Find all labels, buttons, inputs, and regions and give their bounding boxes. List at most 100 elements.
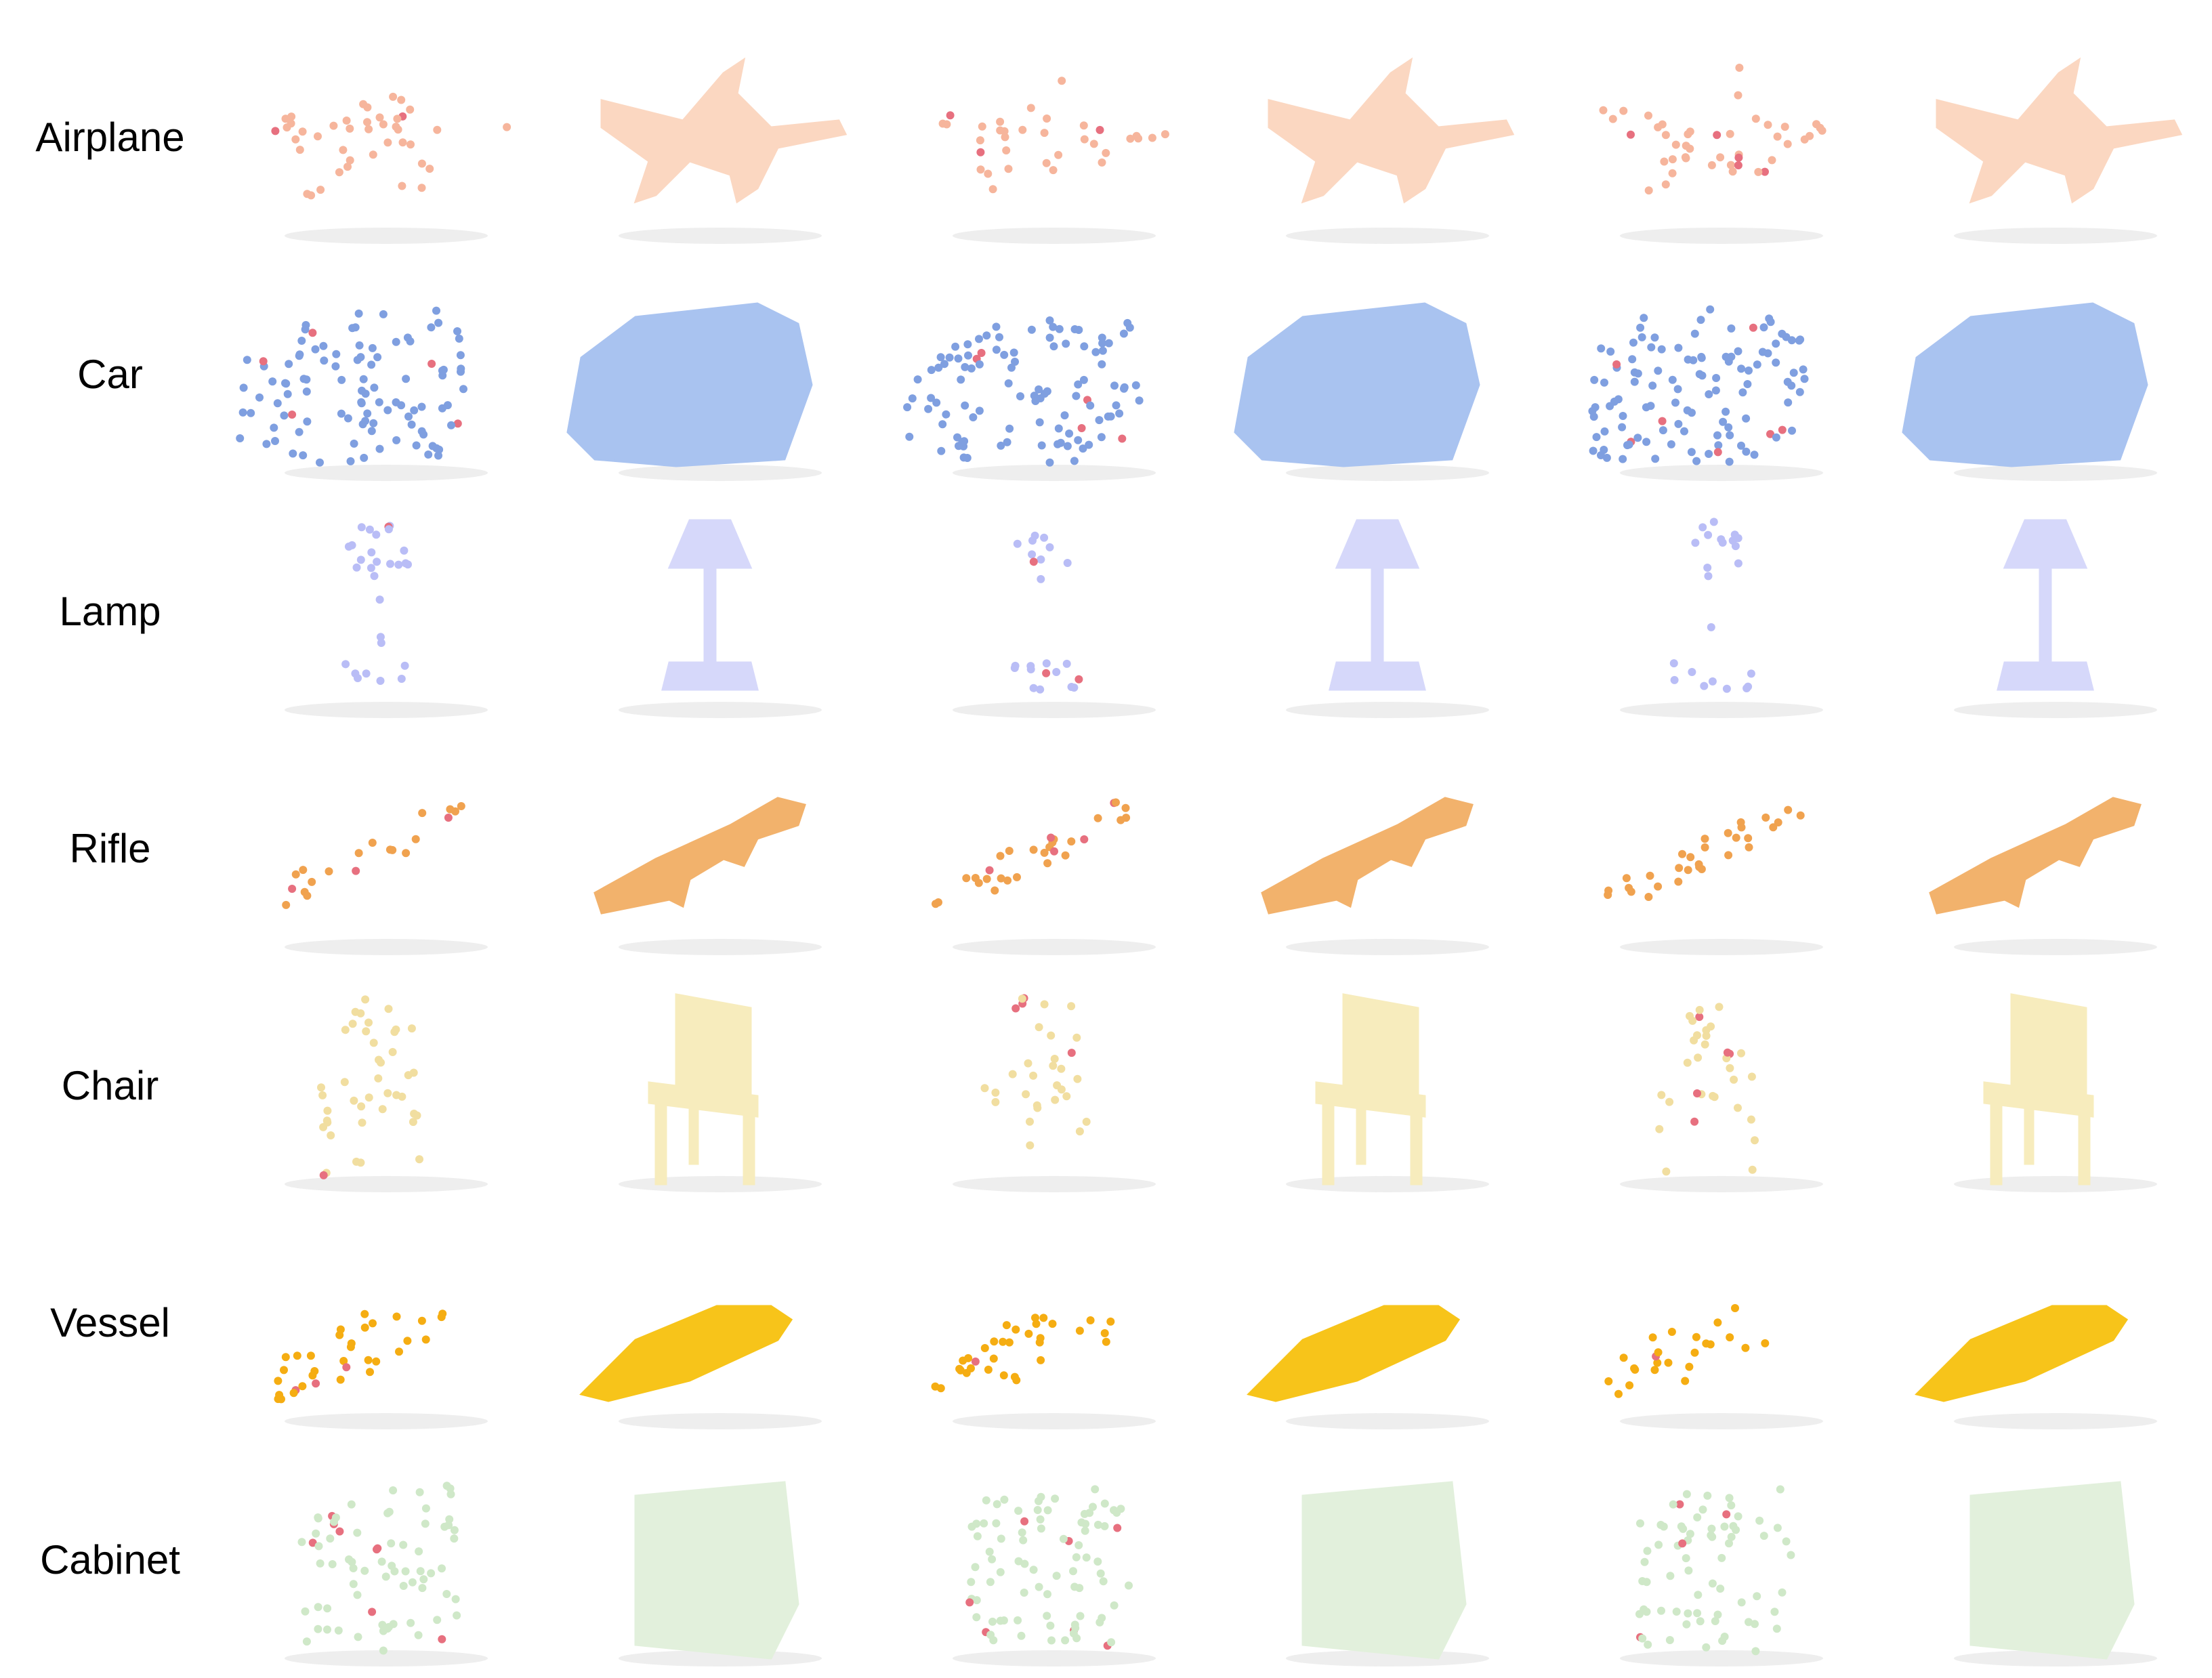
vessel-point-cloud-image	[274, 1309, 488, 1429]
point	[1671, 398, 1679, 407]
point	[1669, 659, 1678, 668]
point	[1099, 1577, 1108, 1586]
point	[366, 1368, 374, 1377]
car-solid-mesh-image	[1902, 302, 2157, 481]
point	[415, 1488, 424, 1496]
point	[1043, 859, 1052, 868]
point	[1668, 169, 1677, 177]
point	[1658, 426, 1667, 435]
point	[1712, 374, 1721, 382]
point	[999, 1371, 1008, 1380]
point	[1074, 436, 1083, 444]
point	[1091, 348, 1100, 356]
point	[378, 1105, 387, 1114]
point	[360, 1566, 369, 1575]
point	[1014, 1507, 1023, 1515]
lamp-solid-mesh-image	[1286, 519, 1489, 718]
point	[905, 432, 914, 441]
point	[1705, 450, 1713, 458]
point	[1658, 417, 1667, 425]
point	[1730, 530, 1739, 539]
point	[352, 866, 360, 875]
point	[1784, 398, 1793, 407]
point	[1118, 434, 1127, 443]
cabinet-point-cloud-image	[1620, 1485, 1823, 1666]
point	[442, 1482, 451, 1490]
point	[335, 1330, 344, 1339]
point	[971, 1563, 980, 1572]
point	[1765, 314, 1774, 323]
row-label: Airplane	[35, 114, 185, 160]
point	[349, 1580, 358, 1589]
point	[308, 877, 316, 886]
point	[1069, 1567, 1077, 1576]
point	[281, 114, 290, 123]
point	[1074, 1541, 1083, 1549]
point	[1049, 322, 1058, 331]
lamp-solid-mesh-image	[1954, 519, 2157, 718]
point	[1692, 457, 1701, 465]
point	[357, 523, 366, 532]
point	[1682, 1620, 1691, 1629]
point	[394, 125, 402, 134]
point	[976, 148, 985, 156]
point	[1711, 386, 1720, 395]
point	[1713, 1318, 1722, 1327]
point	[1674, 419, 1683, 428]
point	[1022, 1090, 1030, 1099]
point	[1019, 1536, 1028, 1545]
point	[1783, 377, 1792, 386]
point	[1719, 417, 1728, 426]
point	[985, 866, 994, 875]
point	[1040, 1000, 1049, 1009]
point	[408, 1578, 417, 1587]
point	[1724, 851, 1733, 860]
point	[1694, 1591, 1703, 1599]
point	[1112, 798, 1120, 807]
point	[1054, 424, 1063, 433]
point	[1726, 431, 1734, 440]
shape-row: Vessel	[0, 1204, 2212, 1441]
point	[399, 1582, 408, 1590]
point	[1042, 159, 1051, 167]
point	[1035, 385, 1043, 394]
point	[1067, 837, 1076, 846]
point	[982, 875, 991, 883]
point	[1040, 533, 1049, 542]
point	[1640, 314, 1648, 322]
shape-part	[1969, 1481, 2135, 1660]
point	[1706, 305, 1715, 314]
vessel-solid-mesh-image	[1247, 1305, 1489, 1429]
point	[1737, 823, 1746, 832]
rifle-solid-mesh-image	[593, 797, 822, 955]
point	[963, 454, 972, 462]
point	[982, 331, 991, 340]
point	[1011, 358, 1019, 366]
point-cloud-render	[220, 967, 552, 1204]
point	[1787, 336, 1796, 345]
point	[400, 546, 409, 555]
point	[1029, 845, 1038, 854]
point	[1070, 457, 1079, 465]
point	[1606, 348, 1615, 356]
point	[1104, 339, 1113, 348]
point	[1051, 1095, 1060, 1104]
point	[395, 1347, 403, 1356]
shape-part	[1902, 302, 2148, 467]
point	[1056, 438, 1065, 447]
point-cloud-render	[1556, 1442, 1887, 1678]
point	[368, 343, 377, 352]
point	[1106, 1317, 1115, 1326]
point	[1761, 1339, 1770, 1347]
point	[403, 1337, 412, 1345]
point	[427, 1569, 436, 1578]
point	[1000, 350, 1009, 359]
point	[991, 1088, 1000, 1097]
point	[392, 398, 400, 406]
point	[335, 168, 343, 177]
point	[1011, 661, 1020, 670]
point	[376, 633, 385, 642]
point	[1612, 360, 1621, 369]
point	[990, 1337, 999, 1346]
point	[1020, 1517, 1029, 1526]
